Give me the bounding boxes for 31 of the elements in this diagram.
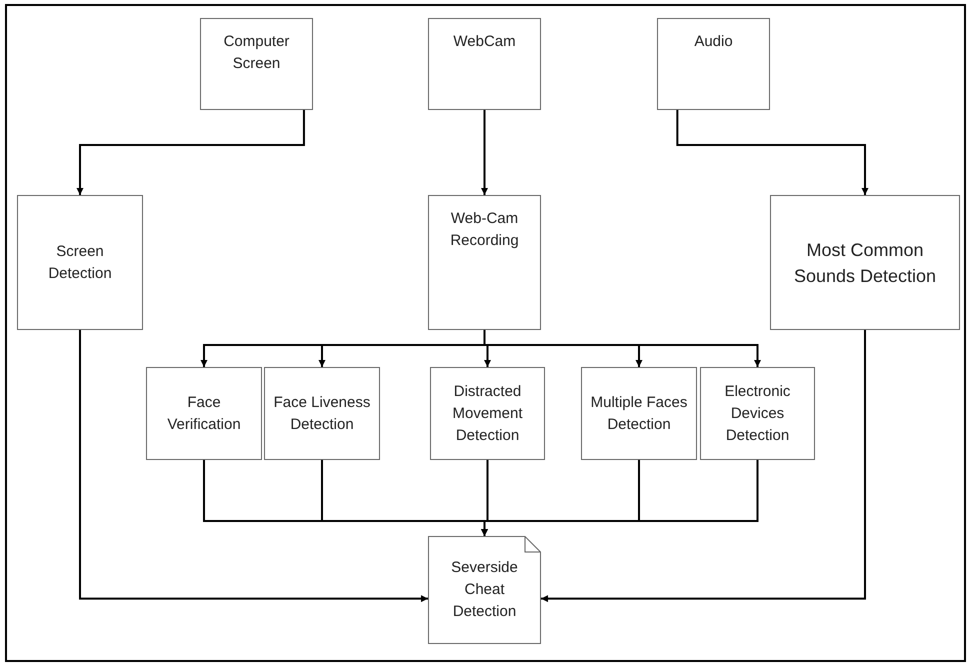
process-box xyxy=(146,367,262,460)
node-label: Face Verification xyxy=(166,392,242,434)
node-label: Distracted Movement Detection xyxy=(451,382,524,446)
connector-arrow xyxy=(484,330,761,367)
node-label: Audio xyxy=(694,32,733,52)
connector-arrow xyxy=(76,110,305,195)
node-label: Severside Cheat Detection xyxy=(450,558,519,622)
node-label: Multiple Faces Detection xyxy=(590,392,688,434)
process-box xyxy=(700,367,815,460)
process-box xyxy=(581,367,697,460)
connector-arrow xyxy=(481,460,758,536)
node-label: Most Common Sounds Detection xyxy=(792,238,938,288)
process-box xyxy=(428,18,541,110)
connector-arrow xyxy=(79,330,428,602)
node-label: WebCam xyxy=(453,32,516,52)
connector-arrow xyxy=(541,330,866,602)
process-box xyxy=(264,367,380,460)
connector-arrow xyxy=(481,110,488,195)
process-box xyxy=(200,18,313,110)
node-label: Screen Detection xyxy=(47,242,113,284)
node-label: Computer Screen xyxy=(222,32,290,74)
node-label: Face Liveness Detection xyxy=(273,392,371,434)
process-box xyxy=(657,18,770,110)
node-label: Electronic Devices Detection xyxy=(724,382,792,446)
connector-arrow xyxy=(676,110,868,195)
process-box xyxy=(17,195,143,330)
process-box xyxy=(430,367,545,460)
process-box xyxy=(770,195,960,330)
node-label: Web-Cam Recording xyxy=(449,209,520,251)
process-box xyxy=(428,195,541,330)
document-box xyxy=(428,536,541,644)
